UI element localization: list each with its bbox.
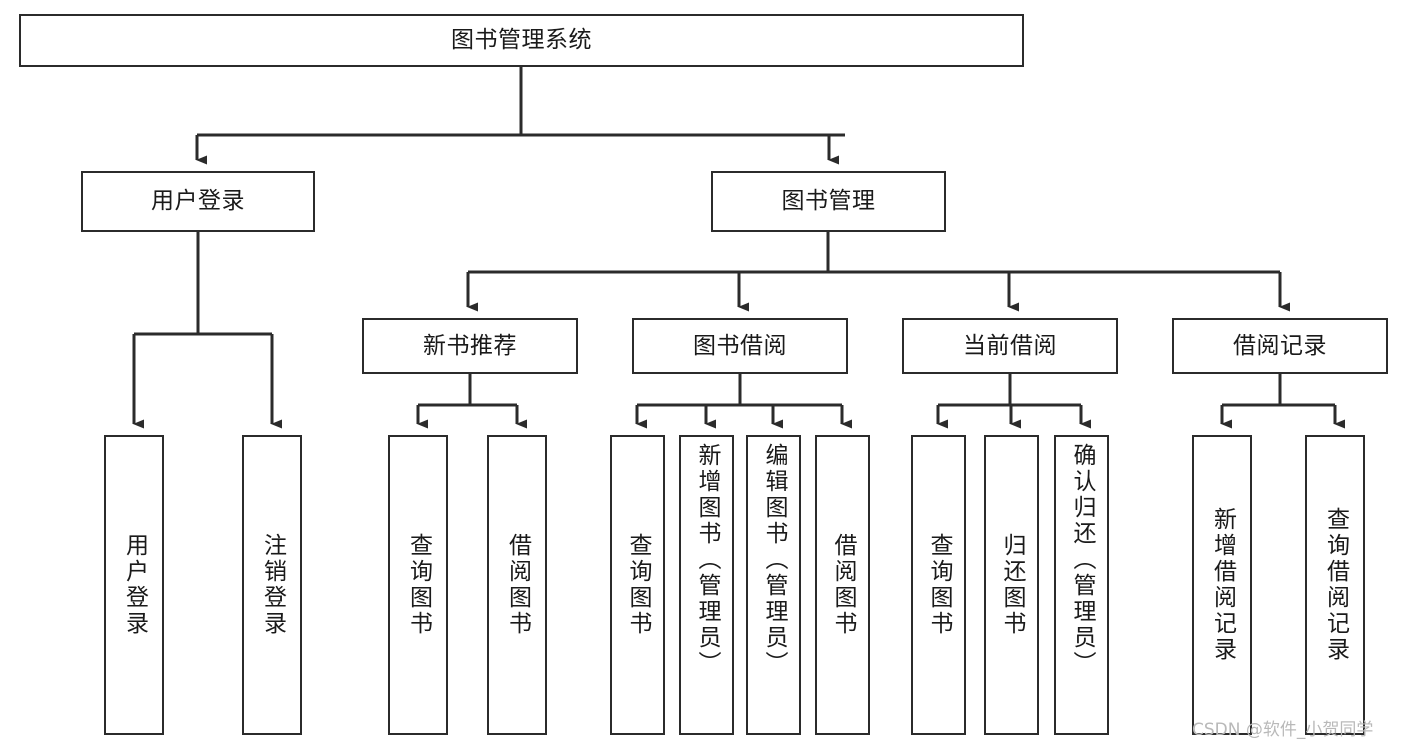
node-leaf-query-book-rec-label: 查询图书: [405, 533, 432, 637]
node-leaf-edit-book-label: 编辑图书（管理员）: [761, 443, 787, 677]
node-leaf-logout[interactable]: 注销登录: [242, 435, 302, 735]
node-leaf-logout-label: 注销登录: [259, 533, 286, 637]
node-book-borrow-label: 图书借阅: [693, 332, 787, 359]
node-leaf-borrow-book[interactable]: 借阅图书: [815, 435, 870, 735]
node-leaf-return-book[interactable]: 归还图书: [984, 435, 1039, 735]
node-new-book-rec-label: 新书推荐: [423, 332, 517, 359]
node-book-borrow[interactable]: 图书借阅: [632, 318, 848, 374]
node-current-borrow[interactable]: 当前借阅: [902, 318, 1118, 374]
node-user-login-label: 用户登录: [151, 188, 245, 215]
node-borrow-record[interactable]: 借阅记录: [1172, 318, 1388, 374]
node-leaf-borrow-book-rec-label: 借阅图书: [504, 533, 531, 637]
node-user-login[interactable]: 用户登录: [81, 171, 315, 232]
node-leaf-add-record[interactable]: 新增借阅记录: [1192, 435, 1252, 735]
node-leaf-edit-book[interactable]: 编辑图书（管理员）: [746, 435, 801, 735]
node-leaf-query-book-borrow-label: 查询图书: [625, 533, 651, 637]
node-leaf-add-record-label: 新增借阅记录: [1209, 507, 1236, 663]
node-leaf-confirm-return[interactable]: 确认归还（管理员）: [1054, 435, 1109, 735]
node-new-book-rec[interactable]: 新书推荐: [362, 318, 578, 374]
node-leaf-borrow-book-label: 借阅图书: [830, 533, 856, 637]
node-leaf-return-book-label: 归还图书: [999, 533, 1025, 637]
node-leaf-confirm-return-label: 确认归还（管理员）: [1069, 443, 1095, 677]
node-leaf-borrow-book-rec[interactable]: 借阅图书: [487, 435, 547, 735]
node-leaf-user-login[interactable]: 用户登录: [104, 435, 164, 735]
node-root[interactable]: 图书管理系统: [19, 14, 1024, 67]
node-current-borrow-label: 当前借阅: [963, 332, 1057, 359]
node-book-manage-label: 图书管理: [781, 188, 876, 215]
node-borrow-record-label: 借阅记录: [1233, 332, 1327, 359]
node-leaf-query-book-cur-label: 查询图书: [926, 533, 952, 637]
node-leaf-add-book-label: 新增图书（管理员）: [694, 443, 720, 677]
watermark: CSDN @软件_小贺同学: [1192, 720, 1374, 740]
node-book-manage[interactable]: 图书管理: [711, 171, 946, 232]
node-leaf-query-record[interactable]: 查询借阅记录: [1305, 435, 1365, 735]
node-leaf-user-login-label: 用户登录: [121, 533, 148, 637]
node-leaf-query-record-label: 查询借阅记录: [1322, 507, 1349, 663]
node-leaf-query-book-cur[interactable]: 查询图书: [911, 435, 966, 735]
node-leaf-add-book[interactable]: 新增图书（管理员）: [679, 435, 734, 735]
node-leaf-query-book-borrow[interactable]: 查询图书: [610, 435, 665, 735]
node-leaf-query-book-rec[interactable]: 查询图书: [388, 435, 448, 735]
node-root-label: 图书管理系统: [451, 27, 592, 54]
